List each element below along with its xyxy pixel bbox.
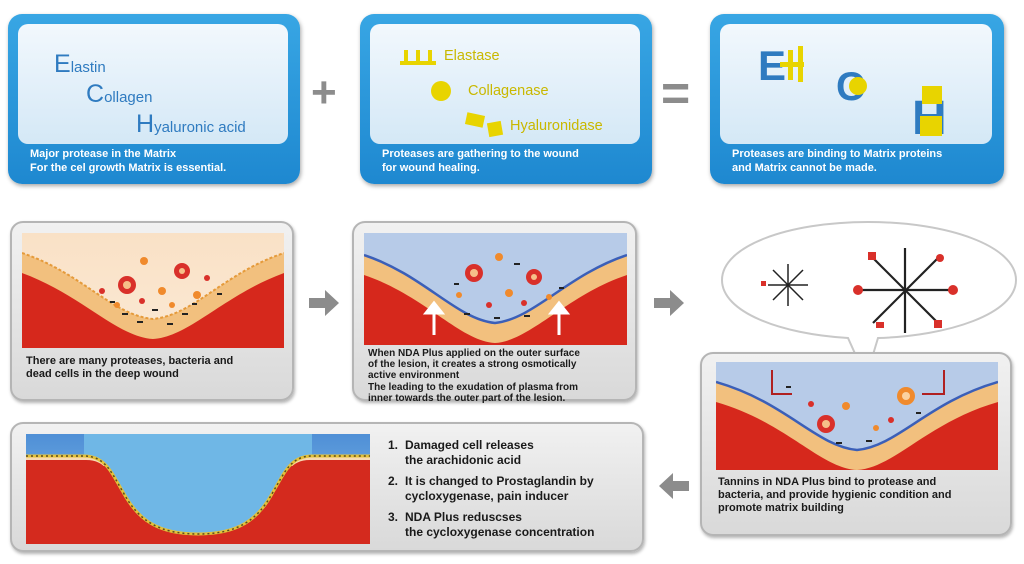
deep-wound-illustration — [22, 233, 284, 348]
hyaluronic-acid-label: Hyaluronic acid — [136, 110, 246, 138]
elastase-icon — [400, 50, 436, 65]
matrix-card-inner: Elastin Collagen Hyaluronic acid — [18, 24, 288, 144]
tannin-molecule-bubble — [720, 220, 1018, 381]
tannin-wound-illustration — [716, 362, 998, 470]
binding-caption: Proteases are binding to Matrix proteins… — [732, 148, 943, 174]
elastin-label: Elastin — [54, 50, 106, 78]
plus-sign: + — [311, 68, 337, 117]
step-2: 2. It is changed to Prostaglandin by cyc… — [388, 474, 594, 503]
bound-collagen-icon: C — [836, 66, 867, 106]
matrix-card: Elastin Collagen Hyaluronic acid Major p… — [8, 14, 300, 184]
binding-card: E C H Proteases are binding to Matrix pr… — [710, 14, 1004, 184]
panel1-caption: There are many proteases, bacteria and d… — [26, 355, 234, 380]
proteases-caption: Proteases are gathering to the wound for… — [382, 148, 579, 174]
collagenase-icon — [431, 81, 451, 101]
collagenase-label: Collagenase — [468, 83, 549, 99]
osmotic-wound-illustration — [364, 233, 627, 345]
bound-elastin-icon: E — [758, 42, 804, 88]
hyaluronidase-label: Hyaluronidase — [510, 118, 603, 134]
equals-sign: = — [661, 65, 691, 121]
wound-panel-1: There are many proteases, bacteria and d… — [10, 221, 294, 401]
wound-panel-3: Tannins in NDA Plus bind to protease and… — [700, 352, 1012, 536]
binding-card-inner: E C H — [720, 24, 992, 144]
step-3: 3. NDA Plus reduscses the cycloxygenase … — [388, 510, 595, 539]
panel3-caption: Tannins in NDA Plus bind to protease and… — [718, 476, 952, 514]
wound-panel-2: When NDA Plus applied on the outer surfa… — [352, 221, 637, 404]
proteases-card: Elastase Collagenase Hyaluronidase Prote… — [360, 14, 652, 184]
bound-hyaluronic-icon: H — [912, 86, 947, 144]
proteases-card-inner: Elastase Collagenase Hyaluronidase — [370, 24, 640, 144]
hyaluronidase-icon — [464, 112, 504, 138]
pain-panel: 1. Damaged cell releases the arachidonic… — [10, 422, 644, 552]
pain-steps-list: 1. Damaged cell releases the arachidonic… — [388, 438, 643, 546]
elastase-label: Elastase — [444, 48, 500, 64]
arrow-right-1-icon — [309, 290, 339, 316]
matrix-caption: Major protease in the Matrix For the cel… — [30, 148, 227, 174]
arrow-right-2-icon — [654, 290, 684, 316]
cycloxygenase-wound-illustration — [26, 434, 370, 544]
panel2-caption: When NDA Plus applied on the outer surfa… — [368, 348, 580, 404]
collagen-label: Collagen — [86, 80, 153, 108]
step-1: 1. Damaged cell releases the arachidonic… — [388, 438, 534, 467]
arrow-left-icon — [659, 473, 689, 499]
